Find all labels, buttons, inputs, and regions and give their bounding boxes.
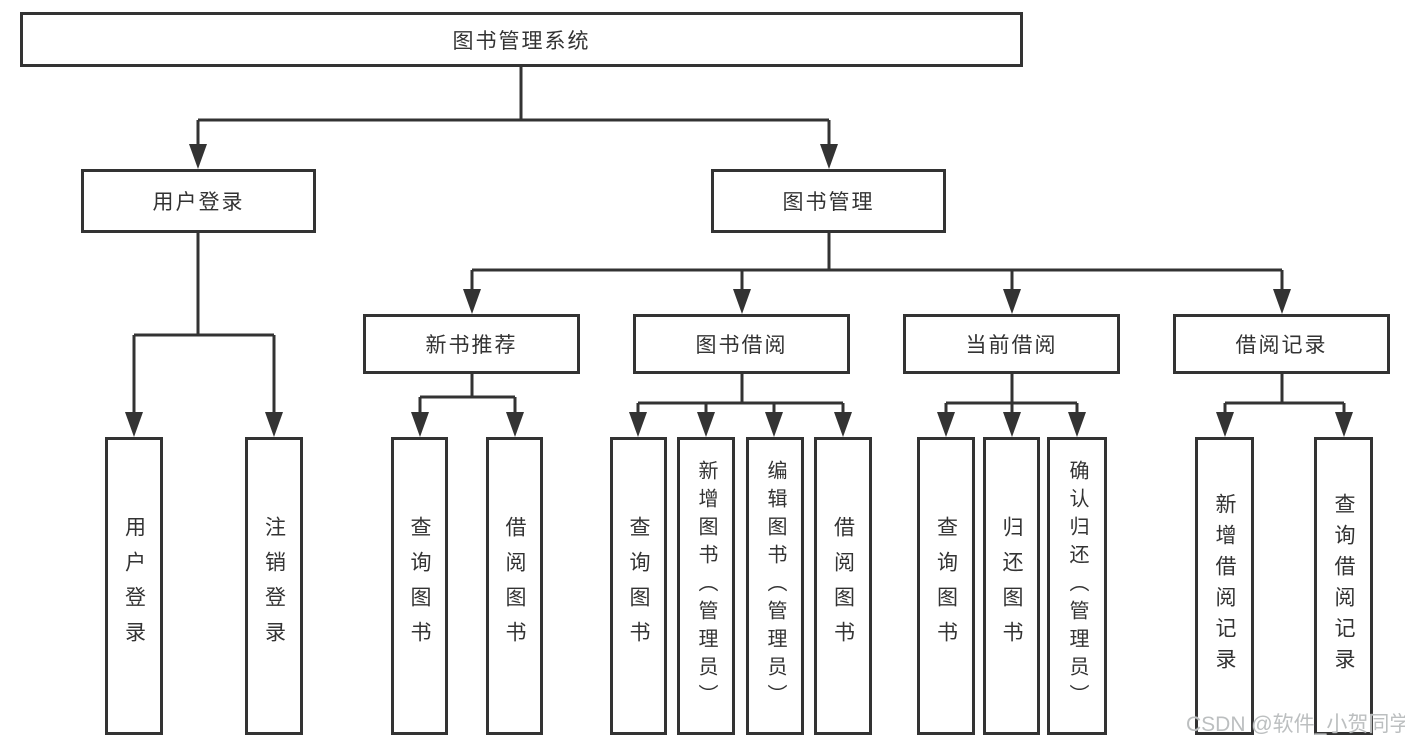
node-label: 查询图书 bbox=[934, 516, 958, 656]
node-label: 图书管理系统 bbox=[452, 29, 591, 53]
node-label: 查询图书 bbox=[627, 516, 650, 656]
leaf-edit-books-admin: 编辑图书（管理员） bbox=[746, 437, 804, 735]
leaf-user-login: 用户登录 bbox=[105, 437, 163, 735]
arrow-down-icon bbox=[1003, 289, 1021, 314]
node-user-login: 用户登录 bbox=[81, 169, 316, 233]
node-label: 图书借阅 bbox=[695, 334, 788, 357]
arrow-down-icon bbox=[765, 412, 783, 437]
arrow-down-icon bbox=[937, 412, 955, 437]
arrow-down-icon bbox=[125, 412, 143, 437]
arrow-down-icon bbox=[1003, 412, 1021, 437]
arrow-down-icon bbox=[820, 144, 838, 169]
node-label: 查询借阅记录 bbox=[1332, 493, 1355, 679]
arrow-down-icon bbox=[463, 289, 481, 314]
node-book-borrow: 图书借阅 bbox=[633, 314, 850, 374]
arrow-down-icon bbox=[506, 412, 524, 437]
node-label: 借阅图书 bbox=[503, 516, 526, 656]
node-label: 查询图书 bbox=[408, 516, 431, 656]
node-label: 当前借阅 bbox=[965, 334, 1058, 357]
node-label: 用户登录 bbox=[152, 191, 245, 214]
node-root-library-management-system: 图书管理系统 bbox=[20, 12, 1023, 67]
leaf-query-books-recommend: 查询图书 bbox=[391, 437, 448, 735]
node-label: 图书管理 bbox=[782, 191, 875, 214]
leaf-query-books-borrow: 查询图书 bbox=[610, 437, 667, 735]
leaf-add-books-admin: 新增图书（管理员） bbox=[677, 437, 735, 735]
arrow-down-icon bbox=[733, 289, 751, 314]
arrow-down-icon bbox=[834, 412, 852, 437]
node-label: 编辑图书（管理员） bbox=[764, 460, 786, 712]
node-new-book-recommend: 新书推荐 bbox=[363, 314, 580, 374]
leaf-add-borrow-record: 新增借阅记录 bbox=[1195, 437, 1254, 735]
node-label: 确认归还（管理员） bbox=[1066, 460, 1088, 712]
connector-root-to-level2 bbox=[189, 67, 838, 169]
arrow-down-icon bbox=[697, 412, 715, 437]
connector-borrow-records-group bbox=[1216, 374, 1353, 437]
arrow-down-icon bbox=[1335, 412, 1353, 437]
arrow-down-icon bbox=[265, 412, 283, 437]
node-label: 借阅图书 bbox=[831, 516, 855, 656]
connector-book-borrow-group bbox=[629, 374, 852, 437]
connector-current-borrow-group bbox=[937, 374, 1086, 437]
node-current-borrow: 当前借阅 bbox=[903, 314, 1120, 374]
leaf-query-books-current: 查询图书 bbox=[917, 437, 975, 735]
leaf-borrow-books: 借阅图书 bbox=[814, 437, 872, 735]
node-label: 注销登录 bbox=[262, 516, 286, 656]
arrow-down-icon bbox=[411, 412, 429, 437]
connector-new-book-group bbox=[411, 374, 524, 437]
node-book-management: 图书管理 bbox=[711, 169, 946, 233]
arrow-down-icon bbox=[1216, 412, 1234, 437]
arrow-down-icon bbox=[1068, 412, 1086, 437]
csdn-watermark: CSDN @软件_小贺同学 bbox=[1186, 713, 1405, 736]
arrow-down-icon bbox=[189, 144, 207, 169]
node-label: 用户登录 bbox=[122, 516, 146, 656]
leaf-borrow-books-recommend: 借阅图书 bbox=[486, 437, 543, 735]
node-label: 新增借阅记录 bbox=[1213, 493, 1236, 679]
leaf-confirm-return-admin: 确认归还（管理员） bbox=[1047, 437, 1107, 735]
node-borrow-records: 借阅记录 bbox=[1173, 314, 1390, 374]
arrow-down-icon bbox=[629, 412, 647, 437]
node-label: 新增图书（管理员） bbox=[695, 460, 717, 712]
node-label: 归还图书 bbox=[1000, 516, 1023, 656]
node-label: 借阅记录 bbox=[1235, 334, 1328, 357]
leaf-return-books: 归还图书 bbox=[983, 437, 1040, 735]
leaf-query-borrow-record: 查询借阅记录 bbox=[1314, 437, 1373, 735]
connector-book-management-to-level3 bbox=[463, 233, 1291, 314]
arrow-down-icon bbox=[1273, 289, 1291, 314]
connector-user-login-group bbox=[125, 233, 283, 437]
leaf-logout: 注销登录 bbox=[245, 437, 303, 735]
node-label: 新书推荐 bbox=[425, 334, 518, 357]
